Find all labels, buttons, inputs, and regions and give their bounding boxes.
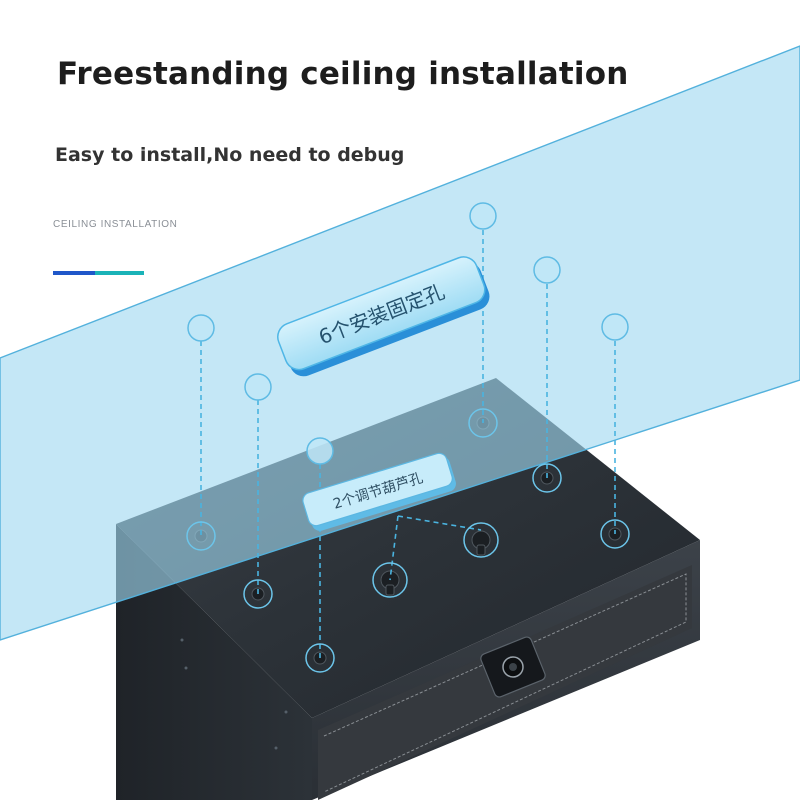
side-screw <box>180 638 184 642</box>
safe-left-side <box>116 524 312 800</box>
fingerprint-lock-icon[interactable] <box>479 636 546 699</box>
ceiling-plane <box>0 45 800 641</box>
accent-bar <box>53 271 144 275</box>
section-label: CEILING INSTALLATION <box>53 219 178 230</box>
accent-bar-teal <box>95 271 144 275</box>
accent-bar-blue <box>53 271 95 275</box>
box-markers <box>186 408 630 673</box>
safe-box <box>116 378 700 800</box>
side-screw <box>274 746 278 750</box>
page-subtitle: Easy to install,No need to debug <box>55 144 405 166</box>
drawer-stitching <box>323 573 687 793</box>
ceiling-markers <box>187 202 629 465</box>
keyhole-icon <box>471 530 491 556</box>
safe-top-face <box>116 378 700 718</box>
page-title: Freestanding ceiling installation <box>57 56 629 92</box>
guide-lines <box>200 230 616 658</box>
side-screw <box>184 666 188 670</box>
side-screw <box>284 710 288 714</box>
